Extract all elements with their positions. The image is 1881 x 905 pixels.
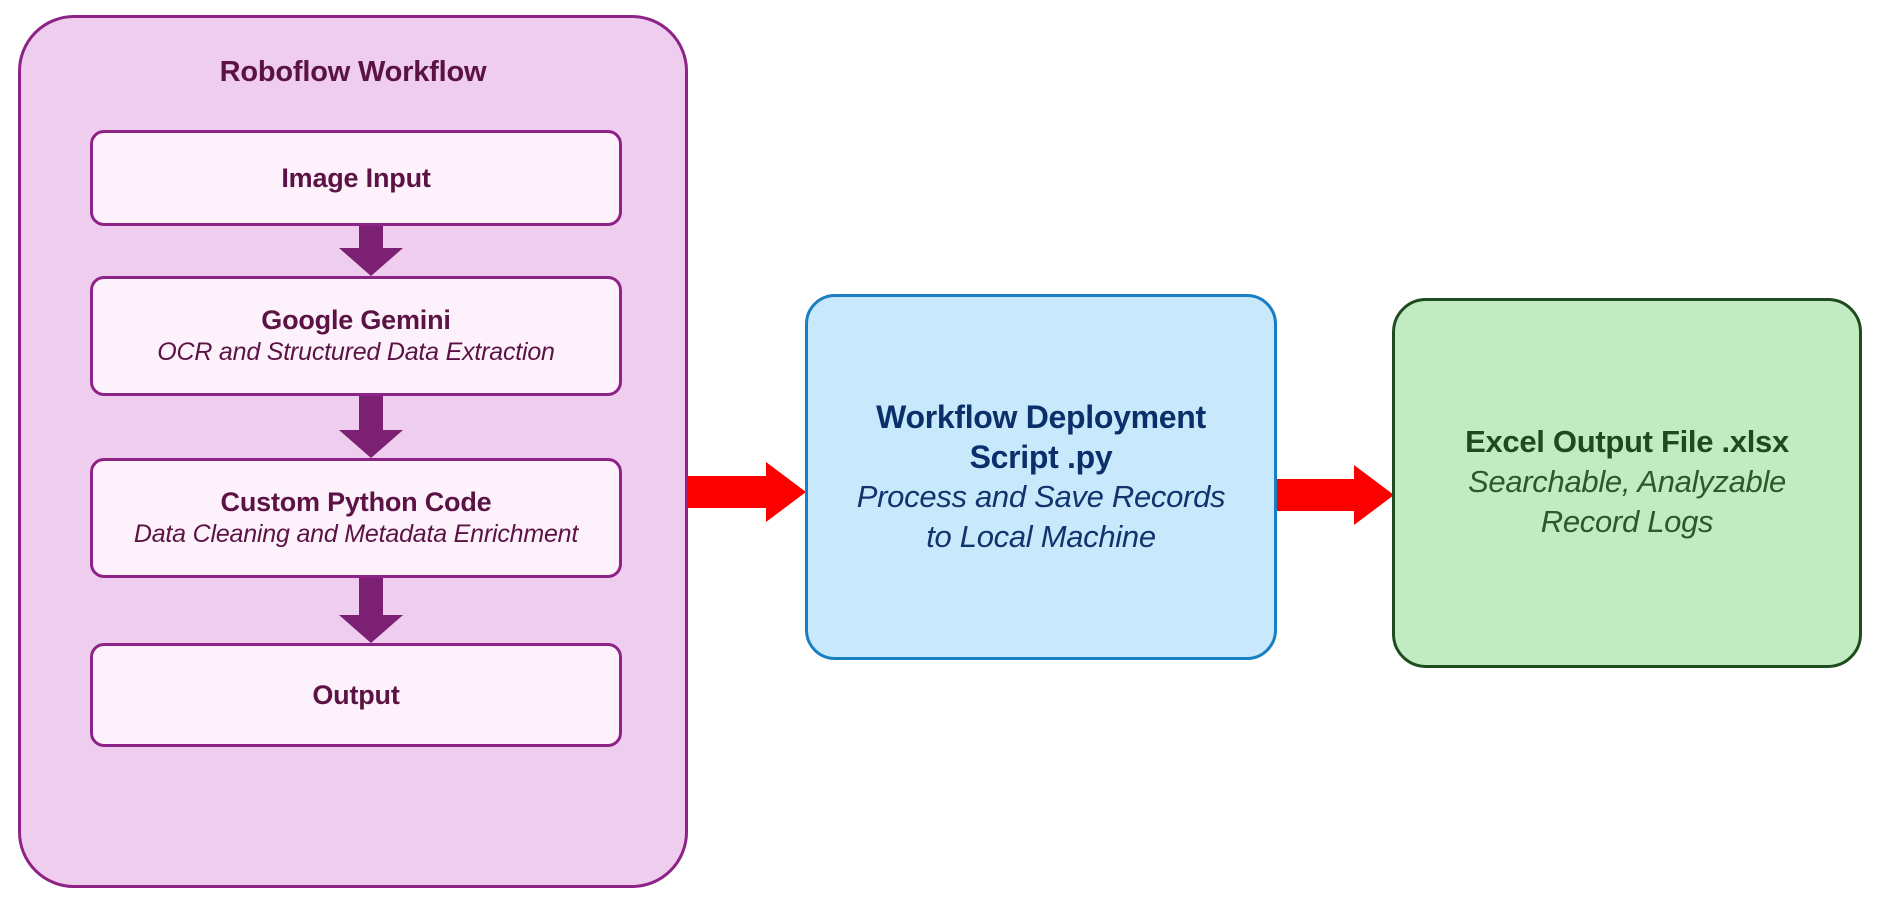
node-google-gemini-subtitle: OCR and Structured Data Extraction: [157, 338, 555, 367]
arrow-workflow-to-script: [688, 462, 806, 522]
node-workflow-deployment-script-subtitle: Process and Save Records to Local Machin…: [856, 478, 1226, 554]
arrow-gemini-to-python: [339, 396, 403, 458]
node-output-title: Output: [312, 679, 400, 710]
arrow-shaft: [359, 396, 383, 431]
arrow-shaft: [359, 226, 383, 249]
node-custom-python-code-title: Custom Python Code: [220, 486, 492, 517]
node-workflow-deployment-script-title: Workflow Deployment Script .py: [876, 398, 1206, 475]
group-title: Roboflow Workflow: [219, 56, 487, 88]
roboflow-workflow-group: Roboflow Workflow Image Input Google Gem…: [18, 15, 688, 888]
node-excel-output-file[interactable]: Excel Output File .xlsx Searchable, Anal…: [1392, 298, 1862, 668]
arrow-head-down-icon: [339, 615, 403, 643]
node-excel-output-file-title: Excel Output File .xlsx: [1465, 424, 1789, 460]
arrow-shaft: [359, 578, 383, 616]
node-google-gemini[interactable]: Google Gemini OCR and Structured Data Ex…: [90, 276, 622, 396]
node-custom-python-code[interactable]: Custom Python Code Data Cleaning and Met…: [90, 458, 622, 578]
arrow-shaft: [688, 476, 768, 508]
arrow-shaft: [1277, 479, 1356, 511]
node-output[interactable]: Output: [90, 643, 622, 747]
node-image-input-title: Image Input: [281, 162, 431, 193]
arrow-head-down-icon: [339, 248, 403, 276]
arrow-script-to-excel: [1277, 465, 1394, 525]
node-excel-output-file-subtitle: Searchable, Analyzable Record Logs: [1468, 464, 1786, 540]
arrow-head-down-icon: [339, 430, 403, 458]
node-image-input[interactable]: Image Input: [90, 130, 622, 226]
arrow-python-to-output: [339, 578, 403, 643]
arrow-image-input-to-gemini: [339, 226, 403, 276]
node-workflow-deployment-script[interactable]: Workflow Deployment Script .py Process a…: [805, 294, 1277, 660]
node-custom-python-code-subtitle: Data Cleaning and Metadata Enrichment: [133, 520, 579, 549]
arrow-head-right-icon: [1354, 465, 1394, 525]
arrow-head-right-icon: [766, 462, 806, 522]
node-google-gemini-title: Google Gemini: [261, 304, 451, 335]
